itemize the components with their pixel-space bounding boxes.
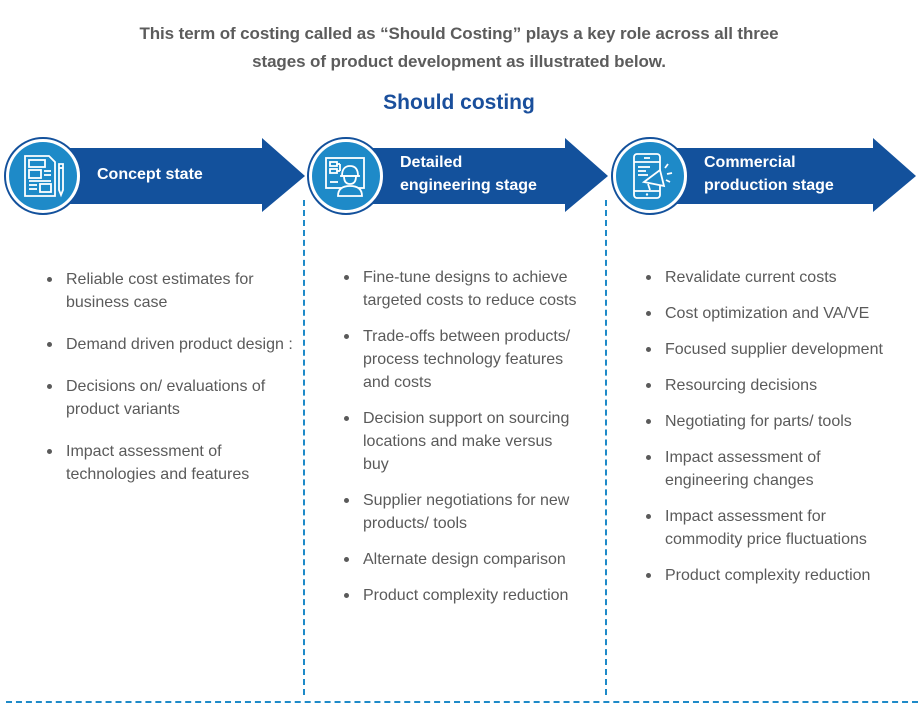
list-item-text: Revalidate current costs: [665, 269, 837, 286]
list-item-text: Impact assessment of engineering changes: [665, 449, 821, 489]
list-item: Alternate design comparison: [341, 548, 581, 571]
bullet-icon: [47, 342, 52, 347]
stage-label-line: Detailed: [400, 154, 463, 171]
list-item-text: Alternate design comparison: [363, 551, 566, 568]
list-item: Resourcing decisions: [643, 374, 883, 397]
stage-arrow: [60, 138, 305, 212]
bullet-icon: [646, 347, 651, 352]
bullet-icon: [646, 514, 651, 519]
stage-header-commercial-production: Commercial production stage: [607, 134, 918, 218]
list-item: Decision support on sourcing locations a…: [341, 407, 581, 476]
bullet-icon: [344, 593, 349, 598]
mobile-megaphone-icon: [611, 137, 689, 215]
list-item-text: Supplier negotiations for new products/ …: [363, 492, 570, 532]
bullet-icon: [646, 455, 651, 460]
bullet-icon: [344, 334, 349, 339]
stage-label-line: Commercial: [704, 154, 796, 171]
stage-label-line: engineering stage: [400, 177, 537, 194]
list-item-text: Focused supplier development: [665, 341, 883, 358]
list-item-text: Reliable cost estimates for business cas…: [66, 271, 254, 311]
list-item: Decisions on/ evaluations of product var…: [44, 375, 294, 421]
column-divider: [303, 200, 305, 695]
intro-line-2: stages of product development as illustr…: [252, 52, 666, 71]
list-item-text: Impact assessment for commodity price fl…: [665, 508, 867, 548]
bullet-icon: [344, 498, 349, 503]
stage-label-line: production stage: [704, 177, 834, 194]
bullet-icon: [646, 383, 651, 388]
document-pencil-icon: [4, 137, 82, 215]
intro-text: This term of costing called as “Should C…: [0, 20, 918, 76]
list-item: Impact assessment for commodity price fl…: [643, 505, 883, 551]
list-item: Cost optimization and VA/VE: [643, 302, 883, 325]
list-item: Revalidate current costs: [643, 266, 883, 289]
bullet-icon: [646, 311, 651, 316]
section-title: Should costing: [383, 91, 535, 114]
list-item: Impact assessment of engineering changes: [643, 446, 883, 492]
bullet-icon: [47, 449, 52, 454]
bottom-divider: [6, 701, 918, 703]
list-item-text: Negotiating for parts/ tools: [665, 413, 852, 430]
list-item-text: Fine-tune designs to achieve targeted co…: [363, 269, 577, 309]
list-item-text: Product complexity reduction: [363, 587, 569, 604]
bullet-icon: [344, 275, 349, 280]
list-item-text: Demand driven product design :: [66, 336, 293, 353]
intro-line-1: This term of costing called as “Should C…: [139, 24, 779, 43]
list-item: Trade-offs between products/ process tec…: [341, 325, 581, 394]
bullet-icon: [646, 275, 651, 280]
stage-label-concept: Concept state: [97, 163, 203, 186]
list-item-text: Cost optimization and VA/VE: [665, 305, 870, 322]
list-item: Reliable cost estimates for business cas…: [44, 268, 294, 314]
list-item-text: Trade-offs between products/ process tec…: [363, 328, 571, 391]
list-item: Focused supplier development: [643, 338, 883, 361]
list-item: Fine-tune designs to achieve targeted co…: [341, 266, 581, 312]
bullet-icon: [344, 557, 349, 562]
bullet-icon: [47, 384, 52, 389]
stage-label-detailed-engineering: Detailed engineering stage: [400, 151, 537, 197]
list-item: Demand driven product design :: [44, 333, 294, 356]
bullet-icon: [646, 419, 651, 424]
stage-header-concept: Concept state: [0, 134, 305, 218]
stage-header-detailed-engineering: Detailed engineering stage: [303, 134, 608, 218]
list-item: Negotiating for parts/ tools: [643, 410, 883, 433]
bullet-icon: [646, 573, 651, 578]
stage-label-line: Concept state: [97, 166, 203, 183]
stage-label-commercial-production: Commercial production stage: [704, 151, 834, 197]
bullet-icon: [344, 416, 349, 421]
commercial-production-bullet-list: Revalidate current costs Cost optimizati…: [643, 266, 883, 600]
list-item-text: Product complexity reduction: [665, 567, 871, 584]
list-item: Impact assessment of technologies and fe…: [44, 440, 294, 486]
list-item: Supplier negotiations for new products/ …: [341, 489, 581, 535]
list-item-text: Impact assessment of technologies and fe…: [66, 443, 250, 483]
stage-arrow: [363, 138, 608, 212]
list-item-text: Decisions on/ evaluations of product var…: [66, 378, 266, 418]
concept-bullet-list: Reliable cost estimates for business cas…: [44, 268, 294, 505]
bullet-icon: [47, 277, 52, 282]
list-item: Product complexity reduction: [341, 584, 581, 607]
engineer-blueprint-icon: [307, 137, 385, 215]
column-divider: [605, 200, 607, 695]
list-item: Product complexity reduction: [643, 564, 883, 587]
stage-arrow: [667, 138, 916, 212]
list-item-text: Resourcing decisions: [665, 377, 818, 394]
detailed-engineering-bullet-list: Fine-tune designs to achieve targeted co…: [341, 266, 581, 620]
list-item-text: Decision support on sourcing locations a…: [363, 410, 570, 473]
